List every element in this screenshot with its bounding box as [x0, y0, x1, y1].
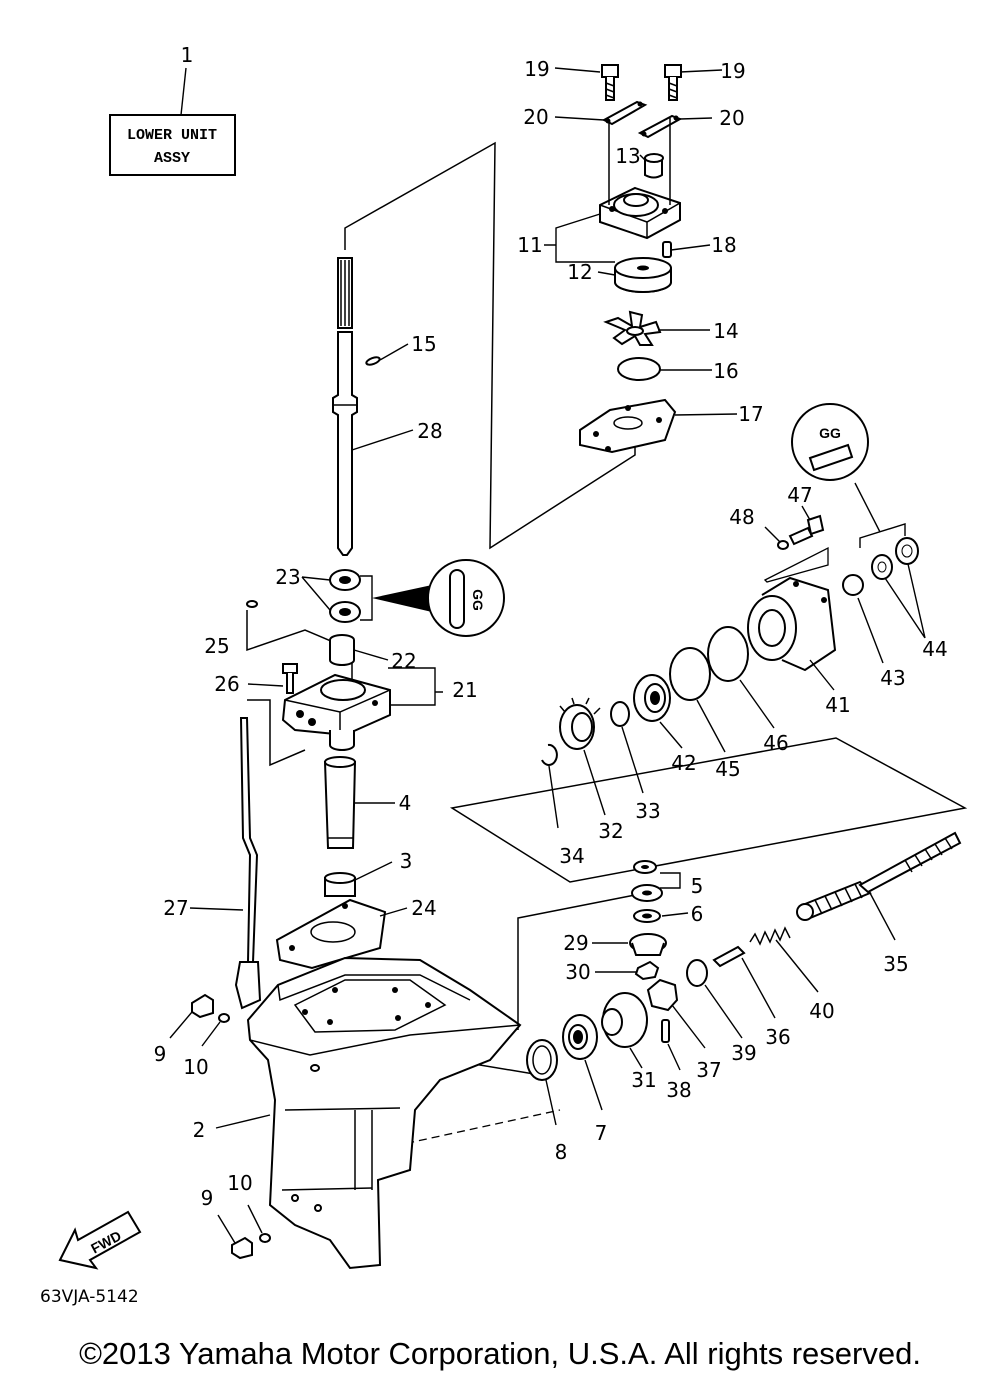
lower-casing	[246, 956, 522, 1270]
water-pump-housing-group	[599, 64, 683, 293]
callout-numbers: 1 19 19 20 20 13 11 18 12 14 15 16 17 28…	[154, 43, 948, 1210]
water-tube-group	[275, 756, 387, 970]
callout-18: 18	[711, 233, 736, 257]
callout-46: 46	[763, 731, 788, 755]
callout-30: 30	[565, 960, 590, 984]
callout-4: 4	[399, 791, 412, 815]
callout-33: 33	[635, 799, 660, 823]
callout-34: 34	[559, 844, 584, 868]
figure-code: 63VJA-5142	[40, 1287, 139, 1307]
leader-lines	[169, 67, 926, 1244]
callout-41: 41	[825, 693, 850, 717]
shift-rod	[234, 717, 262, 1010]
bearing-group: GG	[329, 559, 505, 637]
callout-37: 37	[696, 1058, 721, 1082]
assy-box-line2: ASSY	[154, 150, 190, 167]
propeller-shaft-group	[526, 831, 962, 1081]
callout-7: 7	[595, 1121, 608, 1145]
grease-symbol-a: GG	[470, 589, 486, 611]
callout-8: 8	[555, 1140, 568, 1164]
copyright-footer: ©2013 Yamaha Motor Corporation, U.S.A. A…	[79, 1336, 921, 1371]
callout-20-left: 20	[523, 105, 548, 129]
callout-15: 15	[411, 332, 436, 356]
callout-10-lower: 10	[227, 1171, 252, 1195]
grease-symbol-b: GG	[819, 425, 841, 441]
callout-9-lower: 9	[201, 1186, 214, 1210]
callout-35: 35	[883, 952, 908, 976]
callout-3: 3	[400, 849, 413, 873]
callout-26: 26	[214, 672, 239, 696]
callout-39: 39	[731, 1041, 756, 1065]
callout-47: 47	[787, 483, 812, 507]
callout-32: 32	[598, 819, 623, 843]
lower-unit-assy-label: LOWER UNIT ASSY	[109, 67, 236, 176]
callout-11: 11	[517, 233, 542, 257]
callout-14: 14	[713, 319, 738, 343]
callout-2: 2	[193, 1118, 206, 1142]
callout-29: 29	[563, 931, 588, 955]
callout-48: 48	[729, 505, 754, 529]
callout-42: 42	[671, 751, 696, 775]
callout-17: 17	[738, 402, 763, 426]
callout-12: 12	[567, 260, 592, 284]
callout-45: 45	[715, 757, 740, 781]
callout-6: 6	[691, 902, 704, 926]
pinion-gear-group	[629, 860, 681, 981]
callout-36: 36	[765, 1025, 790, 1049]
drive-shaft	[332, 257, 381, 556]
shift-rod-housing-group	[246, 600, 391, 751]
callout-19-right: 19	[720, 59, 745, 83]
callout-38: 38	[666, 1078, 691, 1102]
impeller-gasket-group	[579, 310, 677, 454]
callout-40: 40	[809, 999, 834, 1023]
callout-22: 22	[391, 649, 416, 673]
callout-31: 31	[631, 1068, 656, 1092]
callout-27: 27	[163, 896, 188, 920]
callout-21: 21	[452, 678, 477, 702]
callout-9-upper: 9	[154, 1042, 167, 1066]
callout-5: 5	[691, 874, 704, 898]
callout-43: 43	[880, 666, 905, 690]
drain-plugs	[191, 993, 271, 1260]
callout-28: 28	[417, 419, 442, 443]
callout-13: 13	[615, 144, 640, 168]
callout-19-left: 19	[524, 57, 549, 81]
callout-16: 16	[713, 359, 738, 383]
fwd-arrow-icon: FWD	[58, 1210, 142, 1270]
callout-1: 1	[181, 43, 194, 67]
callout-24: 24	[411, 896, 436, 920]
callout-25: 25	[204, 634, 229, 658]
assy-box-line1: LOWER UNIT	[127, 127, 217, 144]
callout-23: 23	[275, 565, 300, 589]
reverse-gear-housing-group: GG	[541, 403, 919, 766]
callout-10-upper: 10	[183, 1055, 208, 1079]
callout-20-right: 20	[719, 106, 744, 130]
callout-44: 44	[922, 637, 947, 661]
